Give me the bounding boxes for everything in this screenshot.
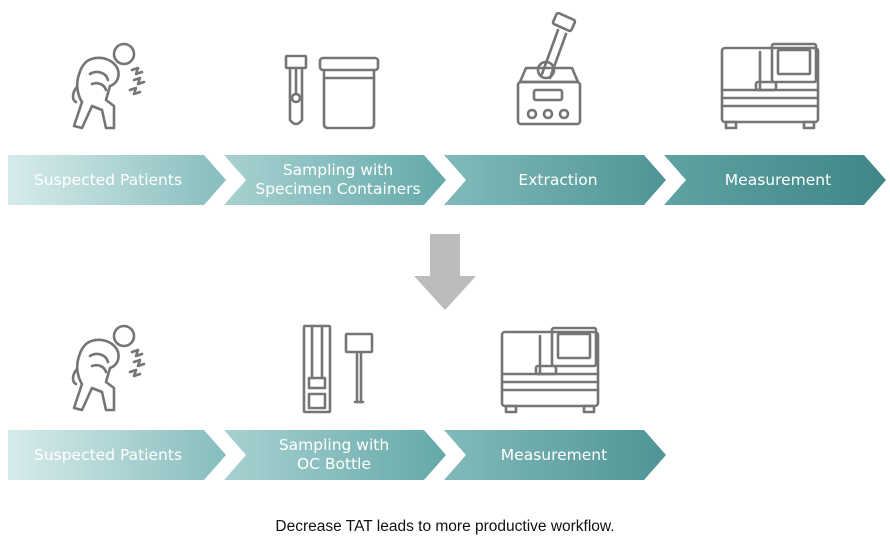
step-suspected-patients: Suspected Patients — [8, 155, 226, 205]
step-suspected-patients: Suspected Patients — [8, 430, 226, 480]
extraction-device-icon — [512, 12, 586, 128]
caption: Decrease TAT leads to more productive wo… — [275, 518, 615, 535]
step-label: Sampling with Specimen Containers — [255, 161, 421, 198]
step-extraction: Extraction — [444, 155, 666, 205]
step-sampling-oc-bottle: Sampling with OC Bottle — [224, 430, 446, 480]
step-sampling-specimen-containers: Sampling with Specimen Containers — [224, 155, 446, 205]
step-label: Extraction — [518, 170, 598, 189]
step-label: Suspected Patients — [33, 170, 183, 189]
analyzer-icon — [718, 42, 822, 130]
step-label: Suspected Patients — [33, 445, 183, 464]
analyzer-icon — [498, 326, 602, 414]
patient-icon — [62, 40, 157, 132]
patient-icon — [62, 322, 157, 414]
oc-bottle-icon — [300, 322, 380, 416]
step-label: Sampling with OC Bottle — [278, 436, 390, 473]
down-arrow-icon — [414, 234, 476, 314]
step-measurement: Measurement — [444, 430, 666, 480]
step-label: Measurement — [500, 445, 608, 464]
specimen-containers-icon — [280, 52, 384, 132]
step-measurement: Measurement — [664, 155, 886, 205]
step-label: Measurement — [724, 170, 832, 189]
